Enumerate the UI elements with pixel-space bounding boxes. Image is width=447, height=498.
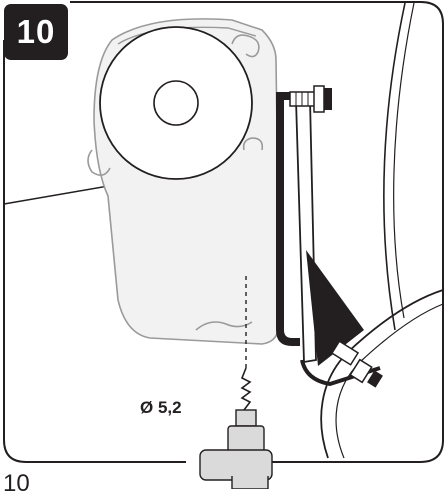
bracket-gusset [306,250,364,366]
bolt-nut-icon [289,85,332,113]
screw-icon [240,367,252,411]
housing-hook-bottom [195,321,253,331]
drill-icon [199,409,273,489]
housing-hook-mid [242,137,264,151]
vehicle-wall-curve [383,2,406,331]
drill-diameter-label: Ø 5,2 [140,398,182,417]
bracket-foot [300,359,381,387]
step-badge: 10 [4,4,68,60]
mounting-bracket [266,82,300,346]
bracket-vertical-plate [295,99,317,364]
housing-hook-top [231,34,260,58]
roller-axle [153,80,199,126]
lower-bolt-nut-icon [330,340,383,388]
frame-border [3,1,444,463]
housing-hook-left [87,149,111,176]
page-number: 10 [3,470,30,497]
step-number: 10 [16,13,56,50]
vehicle-wall-inner-curve [393,2,415,319]
